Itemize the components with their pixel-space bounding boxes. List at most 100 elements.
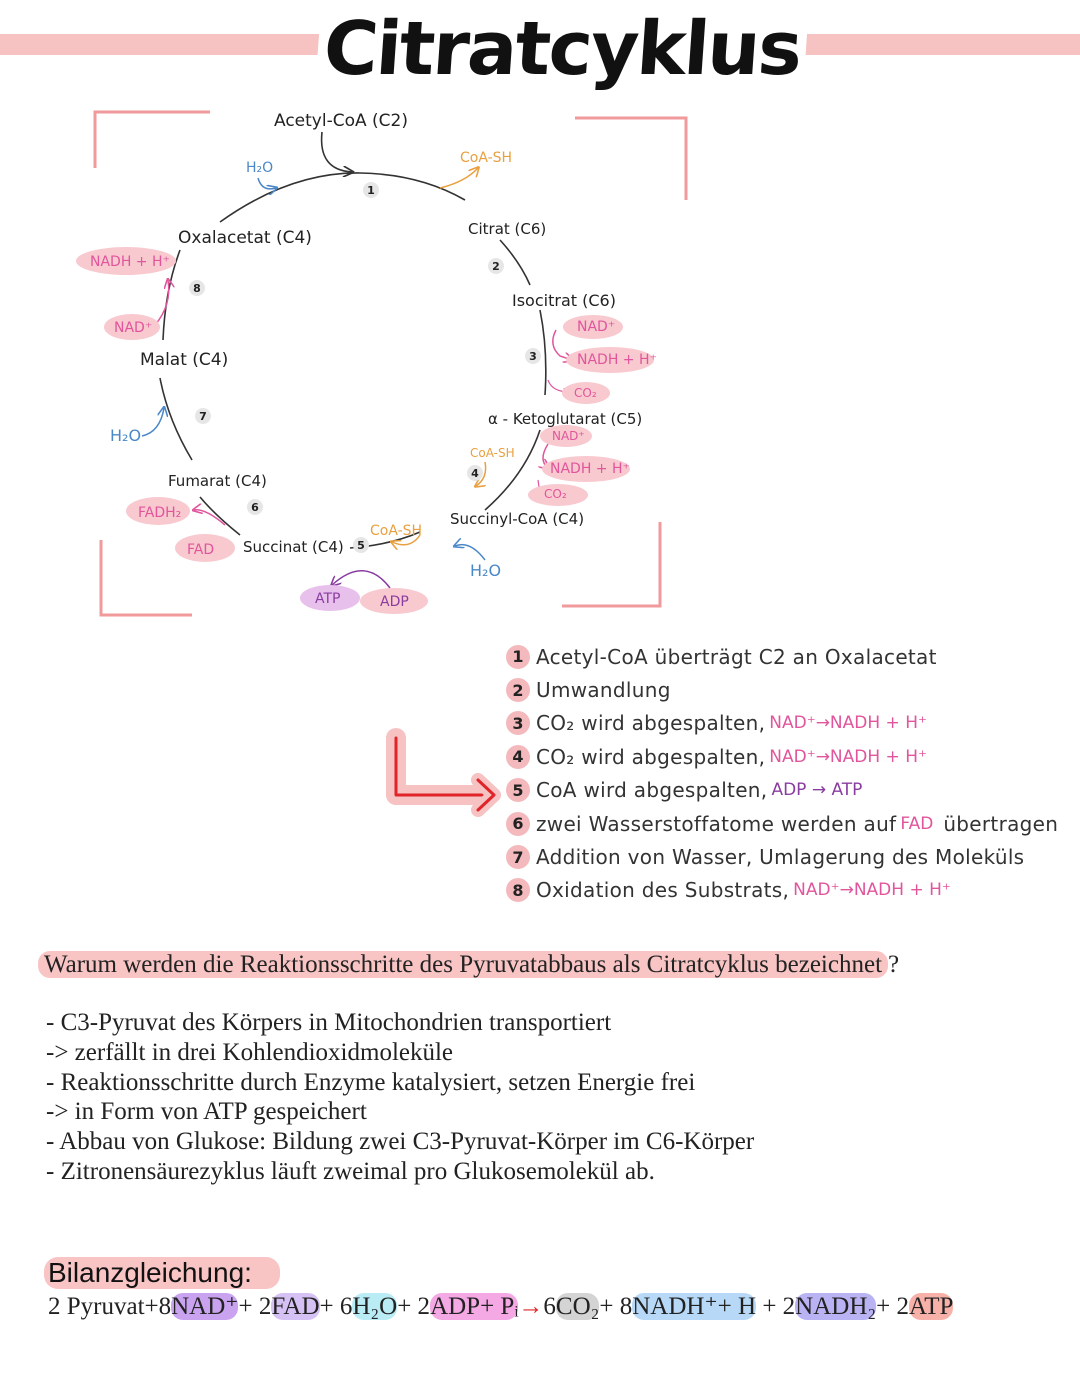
fad-arrow: [194, 510, 226, 526]
step-number: 7: [506, 845, 530, 870]
step-extra: FAD: [900, 813, 934, 834]
label-fad: FAD: [187, 542, 214, 558]
step-number: 4: [506, 744, 530, 769]
cycle-step-8: 8: [193, 282, 201, 295]
step-extra: NAD⁺→NADH + H⁺: [769, 713, 927, 734]
label-atp: ATP: [315, 591, 340, 607]
steps-list: 1 Acetyl-CoA überträgt C2 an Oxalacetat …: [506, 640, 1076, 907]
h2o-arrow-5: [455, 545, 486, 561]
step-extra: NAD⁺→NADH + H⁺: [769, 746, 927, 767]
coash-release-arrow-1: [439, 168, 478, 189]
nad-arrow-8: [154, 280, 169, 326]
compound-oxalacetat: Oxalacetat (C4): [178, 228, 312, 248]
label-adp: ADP: [380, 594, 409, 610]
cycle-step-3: 3: [529, 350, 537, 363]
step-extra: ADP → ATP: [771, 780, 863, 801]
eq-part: + 2: [876, 1293, 909, 1320]
label-co2-4: CO₂: [544, 487, 567, 501]
question-heading: Warum werden die Reaktionsschritte des P…: [38, 951, 899, 979]
label-nadh-3: NADH + H⁺: [577, 352, 657, 368]
nad-arrow-3: [552, 329, 572, 360]
compound-succinyl-coa: Succinyl-CoA (C4): [450, 510, 584, 528]
step-item-1: 1 Acetyl-CoA überträgt C2 an Oxalacetat: [506, 640, 1076, 673]
eq-fad: FAD: [271, 1293, 320, 1320]
eq-part: + 8: [599, 1293, 633, 1320]
step-number-circles: [189, 182, 541, 553]
answer-line: - Abbau von Glukose: Bildung zwei C3-Pyr…: [46, 1128, 755, 1156]
answer-line: - Zitronensäurezyklus läuft zweimal pro …: [46, 1157, 655, 1185]
eq-part: + 2: [756, 1293, 796, 1320]
step-text: Acetyl-CoA überträgt C2 an Oxalacetat: [536, 644, 937, 669]
step-item-8: 8 Oxidation des Substrats, NAD⁺→NADH + H…: [506, 874, 1076, 907]
label-coash-1: CoA-SH: [460, 150, 512, 166]
compound-acetyl-coa: Acetyl-CoA (C2): [274, 111, 408, 131]
label-coash-5: CoA-SH: [370, 523, 422, 539]
step-number: 5: [506, 778, 530, 803]
eq-part: + 2: [397, 1293, 431, 1320]
compound-ketoglutarat: α - Ketoglutarat (C5): [488, 410, 642, 428]
step-item-3: 3 CO₂ wird abgespalten, NAD⁺→NADH + H⁺: [506, 707, 1076, 740]
h2o-arrow-7: [141, 408, 164, 437]
step-text: CoA wird abgespalten,: [536, 778, 768, 803]
eq-co2: CO₂: [555, 1293, 600, 1320]
answer-line: -> zerfällt in drei Kohlendioxidmoleküle: [46, 1038, 454, 1066]
eq-nadh2: NADH₂: [795, 1293, 877, 1320]
step-item-5: 5 CoA wird abgespalten, ADP → ATP: [506, 774, 1076, 807]
eq-adp: ADP+ Pᵢ: [430, 1293, 519, 1320]
label-h2o-7: H₂O: [110, 426, 141, 445]
acetyl-entry-arrow: [320, 131, 352, 172]
h2o-arrow-1: [257, 177, 276, 189]
step-text: zwei Wasserstoffatome werden auf: [536, 811, 897, 836]
step-number: 3: [506, 711, 530, 736]
step-item-4: 4 CO₂ wird abgespalten, NAD⁺→NADH + H⁺: [506, 740, 1076, 773]
cycle-step-4: 4: [471, 467, 479, 480]
step-number: 8: [506, 878, 530, 903]
label-h2o-5: H₂O: [470, 561, 501, 580]
eq-arrow: →: [518, 1293, 544, 1320]
answer-list: - C3-Pyruvat des Körpers in Mitochondrie…: [46, 1008, 754, 1187]
label-nadh-8: NADH + H⁺: [90, 254, 170, 270]
step-tail: übertragen: [943, 811, 1059, 836]
answer-line: -> in Form von ATP gespeichert: [46, 1098, 367, 1126]
eq-part: 2 Pyruvat+8: [48, 1293, 172, 1320]
compound-malat: Malat (C4): [140, 350, 228, 370]
coash-arrow-4: [476, 461, 487, 486]
compound-citrat: Citrat (C6): [468, 220, 546, 238]
eq-part: 6: [543, 1293, 556, 1320]
balance-equation: 2 Pyruvat+8NAD⁺+ 2FAD+ 6H₂O+ 2ADP+ Pᵢ→6C…: [48, 1291, 954, 1321]
label-nadh-4: NADH + H⁺: [550, 461, 630, 477]
step-item-6: 6 zwei Wasserstoffatome werden auf FAD ü…: [506, 807, 1076, 840]
label-nad-8: NAD⁺: [114, 320, 152, 336]
step-number: 1: [506, 644, 530, 669]
label-nad-3: NAD⁺: [577, 319, 615, 335]
cycle-step-6: 6: [251, 501, 259, 514]
label-coash-4: CoA-SH: [470, 446, 515, 460]
eq-nad: NAD⁺: [171, 1293, 239, 1320]
decor-brackets: [93, 110, 688, 617]
question-text: Warum werden die Reaktionsschritte des P…: [38, 951, 889, 978]
step-text: Oxidation des Substrats,: [536, 878, 790, 903]
bilanz-heading: Bilanzgleichung:: [44, 1257, 280, 1289]
cycle-step-2: 2: [492, 260, 500, 273]
answer-line: - Reaktionsschritte durch Enzyme katalys…: [46, 1068, 696, 1096]
red-l-arrow: [386, 728, 501, 817]
eq-part: + 2: [238, 1293, 272, 1320]
eq-h2o: H₂O: [352, 1293, 398, 1320]
citrate-cycle-diagram: 1 2 3 4 5 6 7 8 Acetyl-CoA (C2) Citrat (…: [76, 110, 688, 617]
compound-succinat: Succinat (C4): [243, 538, 344, 556]
compound-fumarat: Fumarat (C4): [168, 472, 267, 490]
cycle-step-5: 5: [357, 539, 365, 552]
cycle-step-1: 1: [367, 184, 375, 197]
adp-atp-arrow: [332, 570, 391, 589]
label-co2-3: CO₂: [574, 386, 597, 400]
step-item-2: 2 Umwandlung: [506, 673, 1076, 706]
eq-atp: ATP: [908, 1293, 954, 1320]
eq-part: + 6: [319, 1293, 353, 1320]
step-text: CO₂ wird abgespalten,: [536, 711, 766, 736]
step-text: CO₂ wird abgespalten,: [536, 744, 766, 769]
label-nad-4: NAD⁺: [552, 429, 585, 443]
compound-isocitrat: Isocitrat (C6): [512, 291, 616, 310]
answer-line: - C3-Pyruvat des Körpers in Mitochondrie…: [46, 1009, 612, 1036]
question-mark: ?: [888, 951, 900, 978]
step-extra: NAD⁺→NADH + H⁺: [793, 880, 951, 901]
